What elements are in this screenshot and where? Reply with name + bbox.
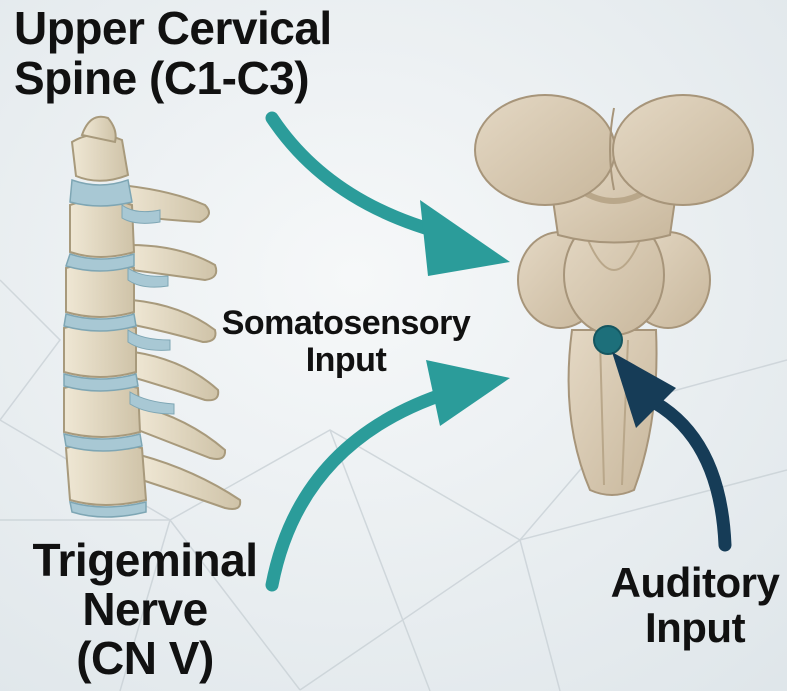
label-line: Upper Cervical xyxy=(14,4,332,54)
label-auditory-input: Auditory Input xyxy=(600,560,787,651)
label-trigeminal-nerve: Trigeminal Nerve (CN V) xyxy=(20,536,270,682)
label-line: Input xyxy=(196,342,496,379)
label-line: Auditory xyxy=(600,560,787,605)
label-line: Nerve xyxy=(20,585,270,634)
label-line: Input xyxy=(600,605,787,650)
label-line: Spine (C1-C3) xyxy=(14,54,332,104)
label-line: Somatosensory xyxy=(196,305,496,342)
label-somatosensory-input: Somatosensory Input xyxy=(196,305,496,378)
label-line: Trigeminal xyxy=(20,536,270,585)
cochlear-nucleus-icon xyxy=(594,326,622,354)
label-upper-cervical-spine: Upper Cervical Spine (C1-C3) xyxy=(14,4,332,103)
label-line: (CN V) xyxy=(20,634,270,683)
